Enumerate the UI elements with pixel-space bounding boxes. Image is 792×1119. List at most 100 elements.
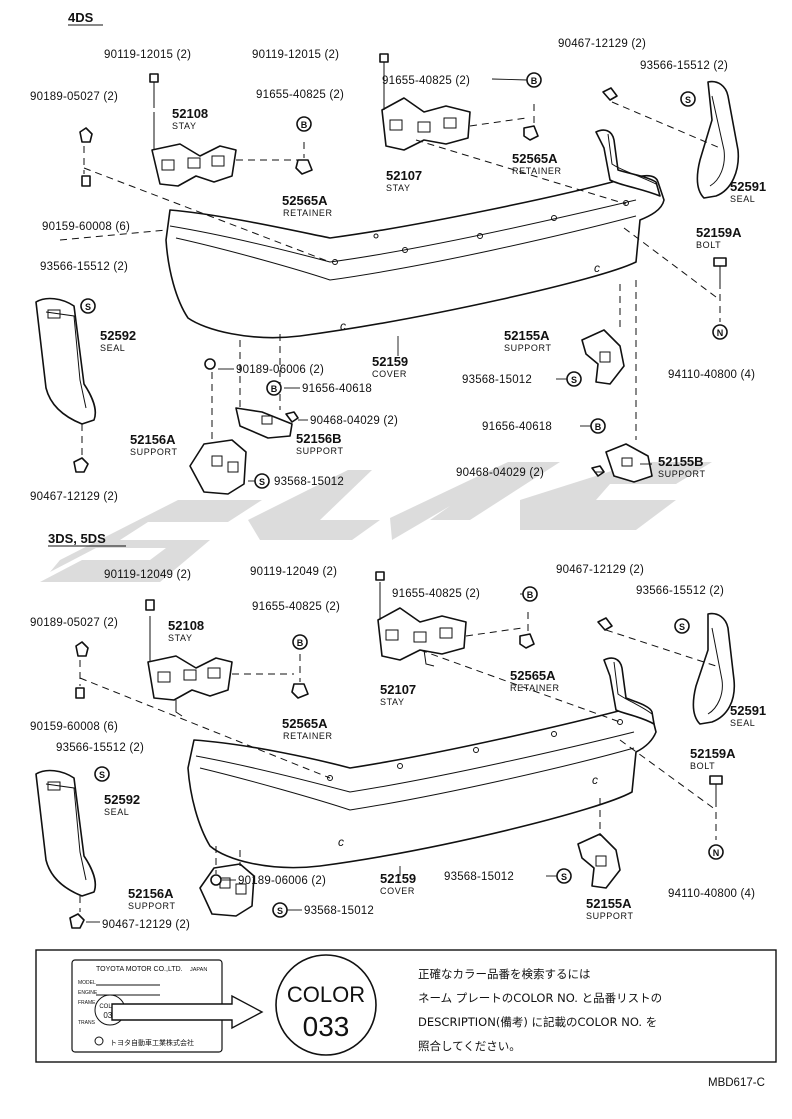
part-label: 93566-15512 (2) <box>636 585 724 597</box>
svg-text:N: N <box>713 848 720 858</box>
svg-text:B: B <box>271 384 278 394</box>
part-number: 52107 <box>380 682 416 697</box>
support-52155a-4ds <box>581 329 625 385</box>
svg-text:ENGINE: ENGINE <box>78 990 98 996</box>
assembly-lines-4ds <box>59 101 721 456</box>
svg-text:B: B <box>301 120 308 130</box>
leaders-3ds <box>86 593 557 923</box>
note-text: 正確なカラー品番を検索するには ネーム プレートのCOLOR NO. と品番リス… <box>418 967 662 1053</box>
part-label: 91655-40825 (2) <box>392 588 480 600</box>
part-label: 93566-15512 (2) <box>640 60 728 72</box>
section-heading: 3DS, 5DS <box>48 531 106 546</box>
section-4ds: 4DS c c <box>30 10 766 503</box>
svg-text:c: c <box>594 261 600 275</box>
part-label: 90189-06006 (2) <box>236 364 324 376</box>
part-label: 90468-04029 (2) <box>310 415 398 427</box>
part-number: 52592 <box>100 328 136 343</box>
part-number: 52565A <box>282 193 328 208</box>
seal-52591-3ds <box>692 612 736 725</box>
part-number: 52592 <box>104 792 140 807</box>
part-number: 52565A <box>282 716 328 731</box>
section-3ds-5ds: 3DS, 5DS c c <box>30 531 766 931</box>
labels-3ds: 90119-12049 (2) 90119-12049 (2) 90467-12… <box>30 564 766 931</box>
part-label: 90119-12015 (2) <box>252 49 339 61</box>
seal-52591-4ds <box>696 80 740 199</box>
arrow-icon <box>111 994 264 1030</box>
part-name: SUPPORT <box>128 901 176 911</box>
part-name: SUPPORT <box>658 469 706 479</box>
svg-text:TRANS: TRANS <box>78 1020 96 1026</box>
part-number: 52155A <box>586 896 632 911</box>
part-number: 52159 <box>372 354 408 369</box>
part-name: STAY <box>386 183 411 193</box>
support-52155a-3ds <box>577 833 621 889</box>
support-52155b-4ds <box>605 443 653 483</box>
part-name: STAY <box>172 121 197 131</box>
svg-text:B: B <box>531 76 538 86</box>
part-label: 93568-15012 <box>304 905 374 917</box>
part-name: SUPPORT <box>296 446 344 456</box>
svg-text:ネーム プレートのCOLOR NO. と品番リストの: ネーム プレートのCOLOR NO. と品番リストの <box>418 991 662 1005</box>
part-label: 91655-40825 (2) <box>382 75 470 87</box>
bumper-cover-3ds: c c <box>187 657 657 869</box>
part-number: 52159A <box>690 746 736 761</box>
svg-text:S: S <box>259 477 265 487</box>
part-label: 90467-12129 (2) <box>102 919 190 931</box>
part-name: SEAL <box>730 718 755 728</box>
part-number: 52156B <box>296 431 342 446</box>
svg-text:DESCRIPTION(備考) に記載のCOLOR NO.: DESCRIPTION(備考) に記載のCOLOR NO. を <box>418 1015 657 1029</box>
part-label: 90119-12049 (2) <box>104 569 191 581</box>
part-name: RETAINER <box>283 731 333 741</box>
svg-text:S: S <box>277 906 283 916</box>
part-name: RETAINER <box>510 683 560 693</box>
stay-52107-4ds <box>381 70 471 151</box>
part-name: BOLT <box>696 240 721 250</box>
part-number: 52156A <box>128 886 174 901</box>
part-name: SUPPORT <box>586 911 634 921</box>
part-name: SUPPORT <box>130 447 178 457</box>
part-label: 91656-40618 <box>482 421 552 433</box>
color-code-circle: COLOR 033 <box>275 954 377 1056</box>
part-number: 52107 <box>386 168 422 183</box>
svg-text:S: S <box>571 375 577 385</box>
part-label: 90467-12129 (2) <box>556 564 644 576</box>
svg-text:S: S <box>679 622 685 632</box>
svg-text:N: N <box>717 328 724 338</box>
stay-52107-3ds <box>377 582 467 667</box>
part-number: 52108 <box>168 618 204 633</box>
part-label: 93568-15012 <box>274 476 344 488</box>
markers-3ds: B B S S N S S <box>94 586 724 918</box>
fasteners-3ds <box>69 571 723 929</box>
seal-52592-3ds <box>35 769 97 897</box>
stay-52108-4ds <box>151 112 237 187</box>
part-name: COVER <box>372 369 407 379</box>
figure-code: MBD617-C <box>708 1077 765 1089</box>
leaders-4ds <box>218 78 652 482</box>
part-number: 52591 <box>730 703 766 718</box>
svg-text:S: S <box>561 872 567 882</box>
part-number: 52591 <box>730 179 766 194</box>
svg-text:COLOR: COLOR <box>287 982 365 1007</box>
part-number: 52565A <box>510 668 556 683</box>
part-label: 91655-40825 (2) <box>256 89 344 101</box>
part-number: 52565A <box>512 151 558 166</box>
color-note-panel: TOYOTA MOTOR CO.,LTD. JAPAN MODEL ENGINE… <box>35 949 777 1063</box>
part-label: 90468-04029 (2) <box>456 467 544 479</box>
part-number: 52156A <box>130 432 176 447</box>
assembly-lines-3ds <box>79 612 717 912</box>
part-name: RETAINER <box>283 208 333 218</box>
part-name: SEAL <box>730 194 755 204</box>
svg-text:COLOR: COLOR <box>99 1004 121 1010</box>
svg-text:TOYOTA MOTOR CO.,LTD.: TOYOTA MOTOR CO.,LTD. <box>96 966 183 973</box>
part-name: STAY <box>380 697 405 707</box>
part-name: STAY <box>168 633 193 643</box>
stay-52108-3ds <box>147 616 233 717</box>
svg-text:033: 033 <box>103 1011 117 1020</box>
part-label: 93566-15512 (2) <box>40 261 128 273</box>
part-name: RETAINER <box>512 166 562 176</box>
part-label: 90119-12049 (2) <box>250 566 337 578</box>
section-heading: 4DS <box>68 10 94 25</box>
part-number: 52108 <box>172 106 208 121</box>
